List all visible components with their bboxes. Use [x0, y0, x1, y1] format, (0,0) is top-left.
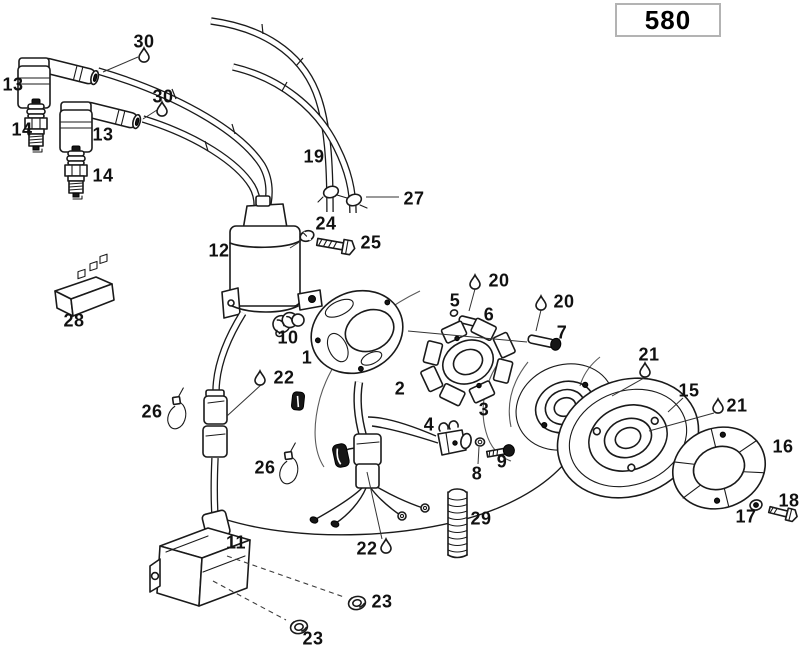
callout-4: 4: [423, 414, 435, 435]
callout-23-a: 23: [371, 591, 393, 612]
callout-22-a: 22: [273, 367, 295, 388]
lubricant-drop-icon: [469, 274, 481, 290]
callout-29: 29: [470, 508, 492, 529]
callout-7: 7: [556, 322, 568, 343]
callout-11: 11: [225, 532, 247, 553]
part-1-armature-plate: [310, 289, 404, 375]
callout-10: 10: [277, 327, 299, 348]
rubber-grommet: [290, 391, 306, 411]
callout-18: 18: [778, 490, 800, 511]
callout-27: 27: [403, 188, 425, 209]
callout-1: 1: [301, 347, 313, 368]
callout-15: 15: [678, 380, 700, 401]
callout-20-a: 20: [488, 270, 510, 291]
callout-17: 17: [735, 506, 757, 527]
callout-25: 25: [360, 232, 382, 253]
lubricant-drop-icon: [712, 398, 724, 414]
callout-12: 12: [208, 240, 230, 261]
callout-22-b: 22: [356, 538, 378, 559]
callout-6: 6: [483, 304, 495, 325]
part-12-ignition-coil: [221, 195, 323, 319]
part-9-bolt: [485, 444, 515, 458]
callout-3: 3: [478, 399, 490, 420]
part-18-bolt: [767, 505, 798, 523]
lubricant-drop-icon: [535, 295, 547, 311]
part-16-hub-ring: [671, 426, 767, 510]
callout-14-b: 14: [92, 165, 114, 186]
part-2-stator: [420, 317, 516, 407]
callout-9: 9: [496, 451, 508, 472]
spark-plug-leads: [96, 67, 273, 219]
part-29-corrugated-tube: [447, 488, 468, 559]
part-11-cdi-box: [149, 527, 251, 607]
callout-30-b: 30: [152, 86, 174, 107]
tubes-19: [171, 17, 357, 214]
model-number-box: 580: [615, 3, 721, 37]
part-26-cable-tie-2: [274, 442, 302, 486]
part-25-bolt: [315, 237, 356, 256]
callout-21-a: 21: [638, 344, 660, 365]
callout-28: 28: [63, 310, 85, 331]
lubricant-drop-icon: [254, 370, 266, 386]
part-7-pin: [527, 334, 562, 351]
callout-8: 8: [471, 463, 483, 484]
callout-2: 2: [394, 378, 406, 399]
part-14-spark-plug-2: [64, 145, 88, 200]
part-26-cable-tie-1: [162, 387, 190, 431]
callout-21-b: 21: [726, 395, 748, 416]
callout-23-b: 23: [302, 628, 324, 648]
part-17-washer: [749, 499, 763, 511]
part-5-washer: [449, 309, 459, 317]
leader-lines: [102, 56, 715, 621]
part-24-lock-washer: [299, 229, 315, 243]
tube-clamps: [317, 185, 368, 209]
callout-26-b: 26: [254, 457, 276, 478]
callout-24: 24: [315, 213, 337, 234]
callout-20-b: 20: [553, 291, 575, 312]
part-8-washer: [474, 437, 486, 447]
part-13-spark-plug-cap-1: [17, 56, 101, 109]
callout-14-a: 14: [11, 119, 33, 140]
stator-harness: [309, 381, 430, 528]
part-10-grommet: [272, 311, 305, 338]
part-4-trigger-sensor: [437, 420, 472, 456]
callout-13-b: 13: [92, 124, 114, 145]
callout-13-a: 13: [2, 74, 24, 95]
callout-19: 19: [303, 146, 325, 167]
callout-30-a: 30: [133, 31, 155, 52]
callout-16: 16: [772, 436, 794, 457]
model-number: 580: [644, 4, 692, 35]
callout-5: 5: [449, 290, 461, 311]
coil-harness: [201, 311, 247, 540]
callout-26-a: 26: [141, 401, 163, 422]
part-23-nut-1: [346, 594, 368, 612]
lubricant-drop-icon: [380, 538, 392, 554]
part-28-connector-housing: [54, 253, 115, 317]
part-15-magneto-ring: [556, 377, 700, 499]
